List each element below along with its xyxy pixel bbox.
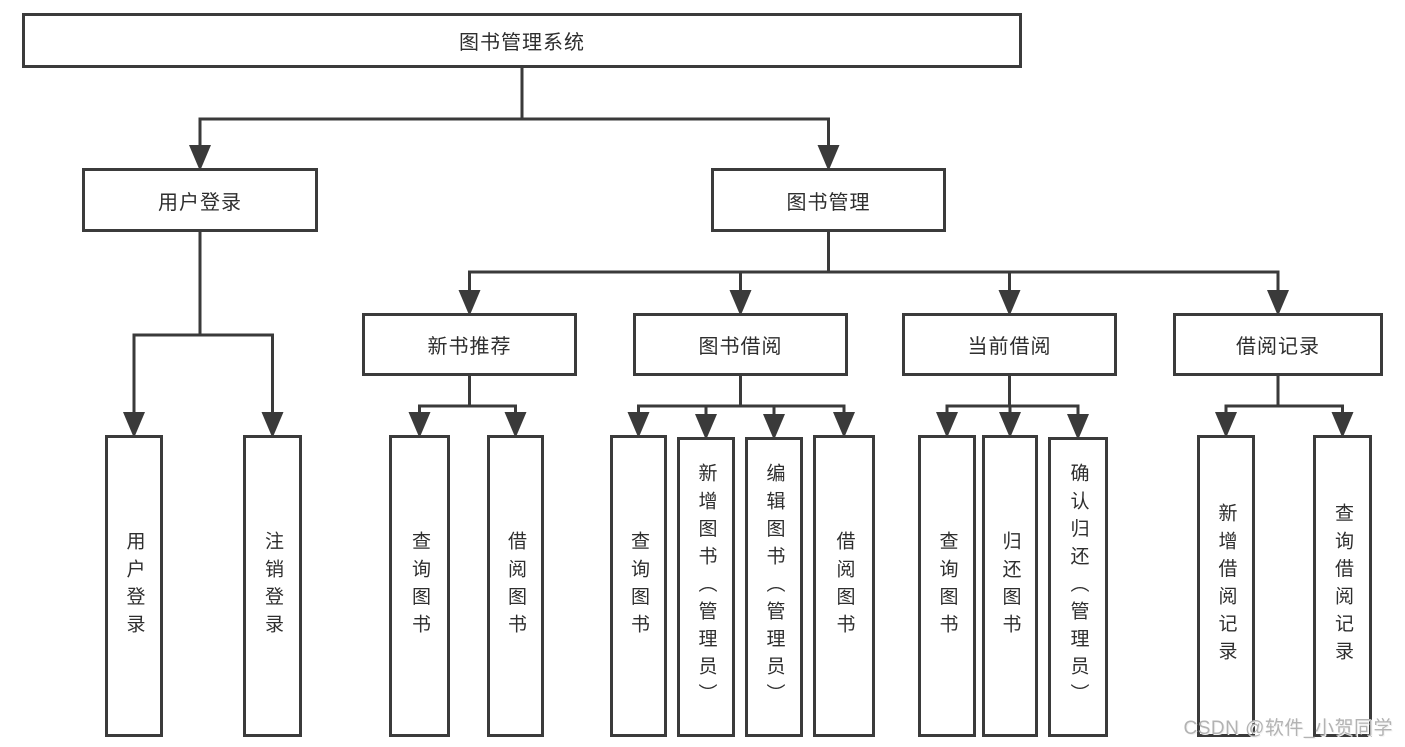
node-label: 确认归还（管理员） (1067, 463, 1089, 711)
node-add-book-admin: 新增图书（管理员） (677, 437, 735, 737)
node-current-borrow: 当前借阅 (902, 313, 1117, 376)
node-label: 注销登录 (262, 530, 283, 642)
node-book-borrow: 图书借阅 (633, 313, 848, 376)
node-new-book-rec: 新书推荐 (362, 313, 577, 376)
node-edit-book-admin: 编辑图书（管理员） (745, 437, 803, 737)
node-label: 借阅图书 (833, 530, 855, 642)
arrowhead-icon (729, 290, 752, 316)
node-label: 图书管理系统 (459, 32, 585, 54)
arrowhead-icon (833, 412, 855, 438)
node-user-login-leaf: 用户登录 (105, 435, 163, 737)
node-query-book-rec: 查询图书 (389, 435, 450, 737)
arrowhead-icon (1215, 412, 1237, 438)
node-query-book-current: 查询图书 (918, 435, 976, 737)
node-label: 新增图书（管理员） (695, 463, 717, 711)
node-label: 图书借阅 (698, 336, 783, 358)
arrowhead-icon (999, 412, 1021, 438)
node-borrow-records: 借阅记录 (1173, 313, 1383, 376)
node-book-mgmt: 图书管理 (711, 168, 946, 232)
node-query-book-borrow: 查询图书 (610, 435, 667, 737)
node-label: 编辑图书（管理员） (763, 463, 785, 711)
arrowhead-icon (1267, 290, 1289, 316)
node-user-login: 用户登录 (82, 168, 318, 232)
node-add-borrow-record: 新增借阅记录 (1197, 435, 1255, 737)
node-confirm-return: 确认归还（管理员） (1048, 437, 1108, 737)
arrowhead-icon (408, 412, 431, 438)
arrowhead-icon (123, 412, 145, 438)
node-return-book: 归还图书 (982, 435, 1038, 737)
node-label: 用户登录 (123, 530, 145, 642)
node-label: 图书管理 (786, 191, 871, 214)
csdn-watermark: CSDN @软件_小贺同学 (1183, 718, 1393, 739)
node-borrow-book-borrow: 借阅图书 (813, 435, 875, 737)
arrowhead-icon (261, 412, 284, 438)
arrowhead-icon (458, 290, 481, 316)
node-label: 查询借阅记录 (1332, 503, 1353, 669)
node-label: 查询图书 (409, 530, 430, 642)
node-label: 查询图书 (628, 530, 649, 642)
arrowhead-icon (189, 145, 211, 171)
node-label: 查询图书 (936, 530, 958, 642)
node-query-borrow-record: 查询借阅记录 (1313, 435, 1372, 737)
arrowhead-icon (695, 414, 717, 440)
node-label: 用户登录 (158, 191, 242, 214)
node-label: 当前借阅 (967, 336, 1052, 358)
node-label: 新书推荐 (427, 336, 512, 358)
node-borrow-book-rec: 借阅图书 (487, 435, 544, 737)
node-label: 归还图书 (999, 530, 1021, 642)
arrowhead-icon (504, 412, 527, 438)
node-label: 借阅图书 (505, 530, 526, 642)
arrowhead-icon (998, 290, 1021, 316)
arrowhead-icon (817, 145, 840, 171)
node-root: 图书管理系统 (22, 13, 1022, 68)
node-label: 借阅记录 (1236, 336, 1320, 358)
arrowhead-icon (1331, 412, 1354, 438)
arrowhead-icon (1067, 414, 1089, 440)
arrowhead-icon (936, 412, 958, 438)
node-logout-leaf: 注销登录 (243, 435, 302, 737)
node-label: 新增借阅记录 (1215, 503, 1237, 669)
arrowhead-icon (627, 412, 650, 438)
arrowhead-icon (763, 414, 785, 440)
